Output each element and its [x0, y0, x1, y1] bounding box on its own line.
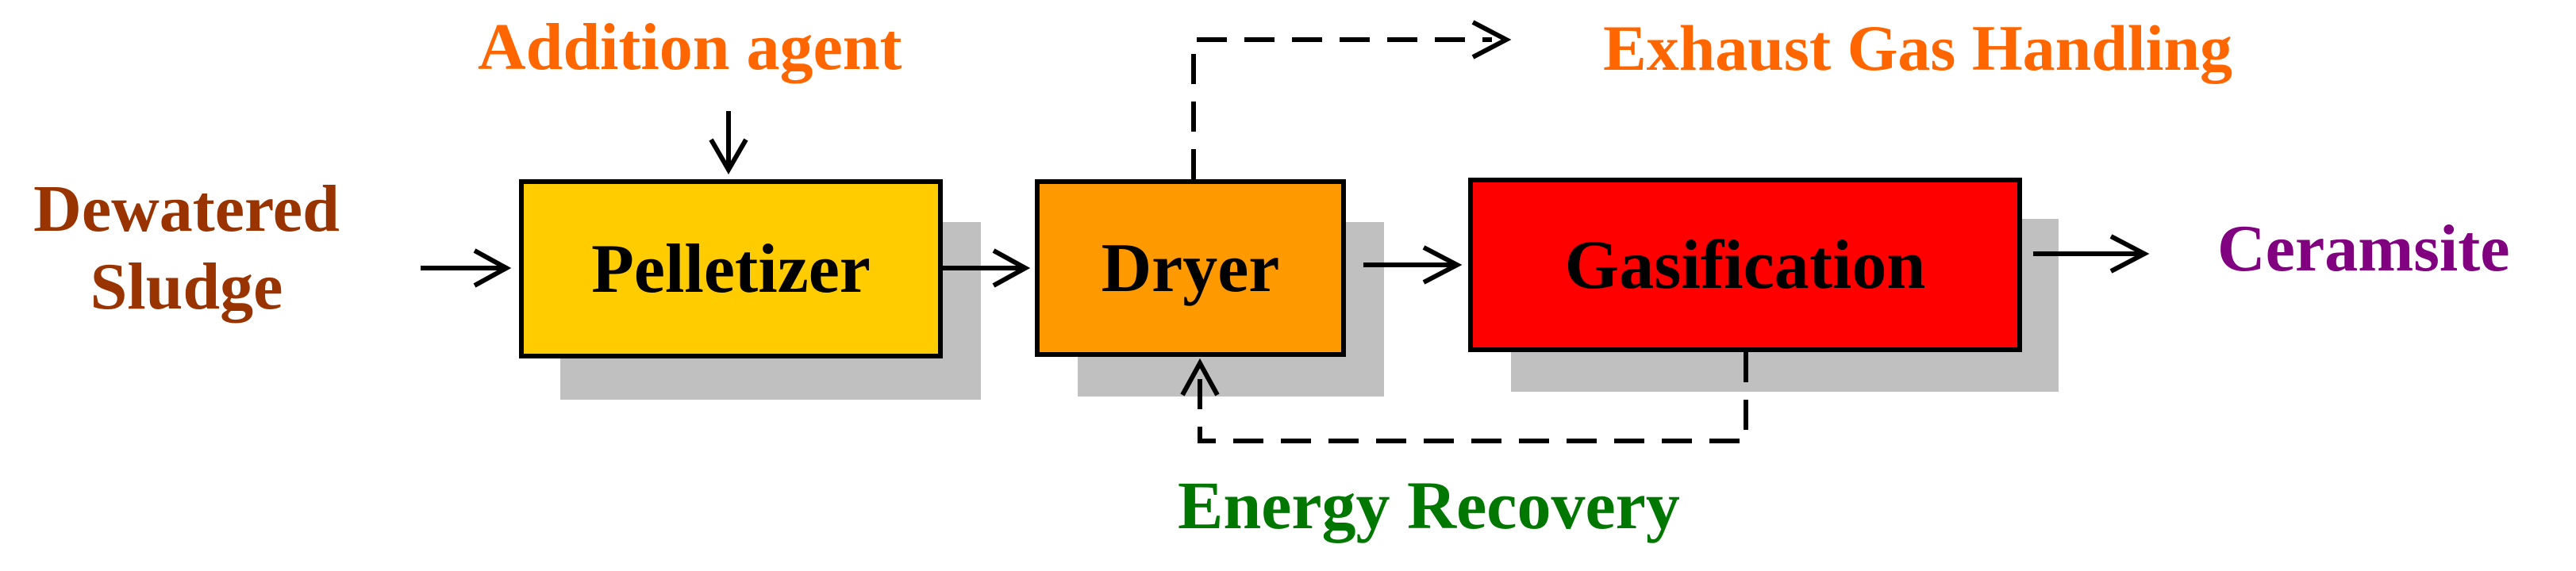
energy-recovery-label: Energy Recovery: [1178, 467, 1680, 543]
energy-recovery-arrowhead: [1180, 358, 1220, 397]
exhaust-gas-label: Exhaust Gas Handling: [1603, 12, 2232, 84]
dewatered-sludge-label: Dewatered Sludge: [0, 176, 373, 320]
pelletizer-box: Pelletizer: [519, 179, 943, 358]
addition-agent-label: Addition agent: [478, 10, 902, 84]
gasification-box: Gasification: [1468, 178, 2022, 352]
dewatered-sludge-line-1: Dewatered: [33, 172, 340, 246]
dryer-box: Dryer: [1035, 179, 1346, 357]
pelletizer-label: Pelletizer: [591, 230, 871, 308]
dryer-to-exhaust-dashed-line: [1191, 37, 1492, 179]
dewatered-sludge-line-2: Sludge: [90, 250, 283, 324]
ceramsite-label: Ceramsite: [2217, 212, 2510, 286]
dryer-label: Dryer: [1101, 229, 1280, 307]
gasification-label: Gasification: [1564, 226, 1926, 304]
exhaust-arrowhead: [1471, 20, 1512, 59]
energy-recovery-dashed-loop: [1198, 352, 1748, 443]
